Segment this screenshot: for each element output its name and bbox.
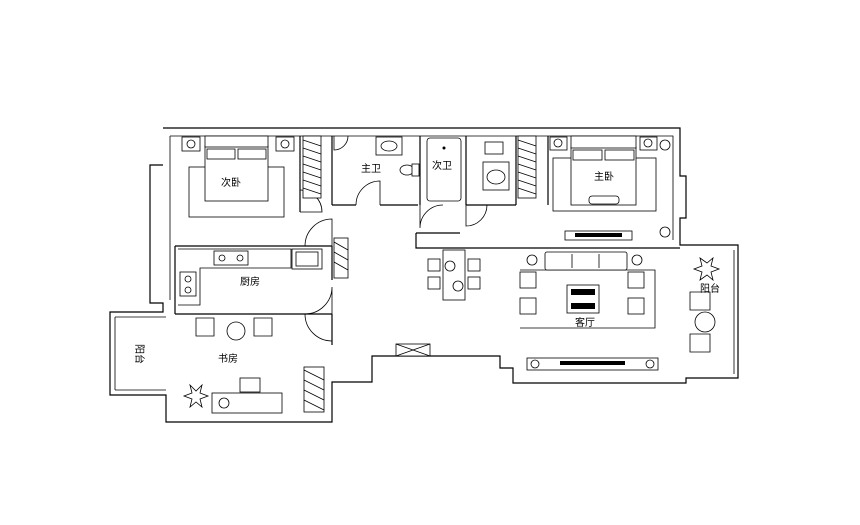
wardrobes	[302, 135, 537, 413]
second-bedroom: 次卧	[181, 135, 295, 218]
room-label-balcony-right: 阳台	[700, 282, 720, 295]
nightstand	[549, 136, 568, 151]
balcony-left: 阳台	[133, 344, 146, 364]
desk-chair	[239, 377, 261, 393]
study: 书房	[182, 317, 283, 414]
kitchen: 厨房	[178, 248, 323, 306]
room-label-second-bedroom: 次卧	[221, 176, 241, 189]
room-label-study: 书房	[218, 352, 238, 365]
room-label-balcony-left: 阳台	[133, 344, 146, 364]
pillow	[206, 148, 236, 160]
pillow	[237, 148, 267, 160]
plant-icon	[659, 139, 671, 151]
doors	[299, 135, 488, 342]
second-bath: 次卫	[426, 137, 510, 202]
nightstand	[275, 136, 295, 152]
armchair	[627, 271, 645, 289]
room-label-master-bedroom: 主卧	[594, 170, 614, 183]
side-table	[631, 254, 643, 266]
desk-lamp	[218, 397, 230, 409]
room-label-living-room: 客厅	[575, 316, 595, 329]
desk	[211, 392, 283, 414]
room-label-master-bath: 主卫	[361, 163, 381, 175]
side-table	[526, 254, 538, 266]
kitchen-counter	[178, 248, 292, 306]
bathtub	[426, 137, 462, 202]
armchair	[519, 271, 537, 289]
master-bedroom: 主卧	[549, 135, 671, 241]
dining-area	[427, 249, 481, 301]
stove	[213, 250, 249, 266]
headboard	[204, 135, 269, 148]
nightstand	[639, 136, 658, 151]
living-room: 客厅	[519, 251, 659, 371]
armchair	[195, 317, 215, 337]
dining-table	[442, 249, 466, 301]
sofa	[544, 251, 628, 271]
pillow	[604, 149, 635, 161]
lounge-chair	[689, 333, 711, 353]
plant-icon	[659, 226, 671, 238]
armchair	[253, 317, 273, 337]
master-bath: 主卫	[361, 136, 420, 177]
room-label-second-bath: 次卫	[432, 159, 452, 172]
armchair	[627, 297, 645, 315]
plant-icon	[182, 383, 210, 409]
kitchen-sink	[179, 271, 197, 297]
shoe-cabinet	[333, 237, 349, 279]
nightstand	[181, 136, 201, 152]
plant-icon	[692, 256, 721, 282]
room-label-kitchen: 厨房	[240, 275, 260, 288]
dining-chair	[467, 258, 481, 272]
pillow	[572, 149, 603, 161]
outer-walls	[109, 127, 739, 423]
bench	[588, 195, 620, 205]
dining-chair	[427, 258, 441, 272]
dining-chair	[467, 276, 481, 290]
lounge-chair	[689, 291, 711, 311]
sink	[375, 136, 403, 156]
interior-walls	[174, 136, 680, 345]
round-table	[226, 321, 246, 341]
toilet-tank	[484, 141, 504, 155]
dining-chair	[427, 276, 441, 290]
hall-cabinet	[395, 343, 431, 357]
headboard	[570, 135, 637, 149]
armchair	[519, 297, 537, 315]
round-table	[694, 311, 716, 333]
bookshelf-study	[303, 366, 325, 413]
balcony-right: 阳台	[689, 256, 721, 353]
